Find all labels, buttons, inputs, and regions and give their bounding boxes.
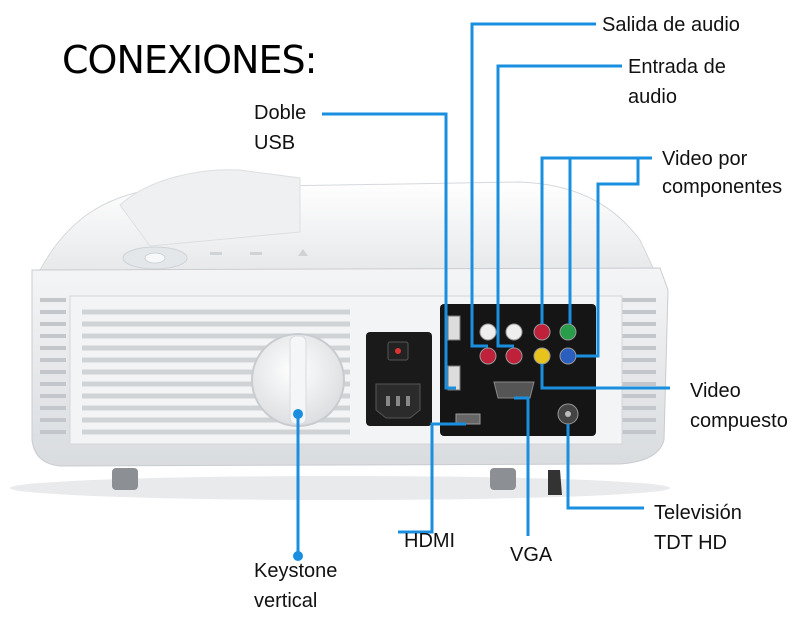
pin-1 xyxy=(386,396,390,406)
rca-audio-in-l xyxy=(505,323,523,341)
tv-antenna-pin xyxy=(565,411,571,417)
label-television-1: Televisión xyxy=(654,502,742,524)
indicator-2 xyxy=(250,252,262,255)
video-compuesto-line xyxy=(540,364,670,390)
hdmi-line xyxy=(398,422,466,534)
side-vents-left xyxy=(40,298,66,434)
projector-top-panel xyxy=(119,169,301,247)
label-vga: VGA xyxy=(510,544,553,566)
label-keystone-2: vertical xyxy=(254,590,318,612)
callout-lines xyxy=(296,22,670,556)
floor-shadow xyxy=(10,476,670,500)
vga-port xyxy=(493,381,535,399)
usb-port-2 xyxy=(447,365,461,391)
control-center-button xyxy=(144,252,166,264)
label-video-compuesto-1: Video xyxy=(690,380,741,402)
label-video-compuesto-2: compuesto xyxy=(690,410,788,432)
rca-component-pr xyxy=(533,323,551,341)
indicator-1 xyxy=(210,252,222,255)
doble-usb-line xyxy=(322,112,456,390)
componentes-line-2 xyxy=(568,156,638,324)
vga-line xyxy=(514,396,530,536)
label-entrada-audio-2: audio xyxy=(628,86,677,108)
label-doble-usb-1: Doble xyxy=(254,102,307,124)
label-hdmi: HDMI xyxy=(404,530,456,552)
label-entrada-audio-1: Entrada de xyxy=(628,56,726,78)
usb-port-1 xyxy=(447,315,461,341)
rca-composite-video xyxy=(533,347,551,365)
label-doble-usb-2: USB xyxy=(254,132,296,154)
rca-component-pb xyxy=(559,347,577,365)
rca-audio-out-l xyxy=(479,323,497,341)
rca-audio-in-r xyxy=(505,347,523,365)
keystone-dot xyxy=(293,409,303,419)
rca-component-y xyxy=(559,323,577,341)
cable xyxy=(548,470,562,495)
side-vents-right xyxy=(622,298,656,434)
foot-left xyxy=(112,468,138,490)
television-line xyxy=(566,424,644,510)
foot-right xyxy=(490,468,516,490)
label-salida-audio: Salida de audio xyxy=(602,14,740,36)
label-video-componentes-1: Video por xyxy=(662,148,748,170)
pin-3 xyxy=(406,396,410,406)
power-switch-indicator xyxy=(395,348,401,354)
hdmi-port xyxy=(455,413,481,425)
page-title: CONEXIONES: xyxy=(62,38,317,82)
connector-panel xyxy=(440,304,596,436)
callout-dots xyxy=(293,409,303,561)
label-keystone-1: Keystone xyxy=(254,560,338,582)
pin-2 xyxy=(396,396,400,406)
componentes-line-3 xyxy=(576,156,652,358)
entrada-audio-line xyxy=(496,64,622,348)
keystone-end-dot xyxy=(293,551,303,561)
rca-audio-out-r xyxy=(479,347,497,365)
indicator-3 xyxy=(298,249,308,256)
label-television-2: TDT HD xyxy=(654,532,727,554)
salida-audio-line xyxy=(470,22,596,348)
label-video-componentes-2: componentes xyxy=(662,176,783,198)
